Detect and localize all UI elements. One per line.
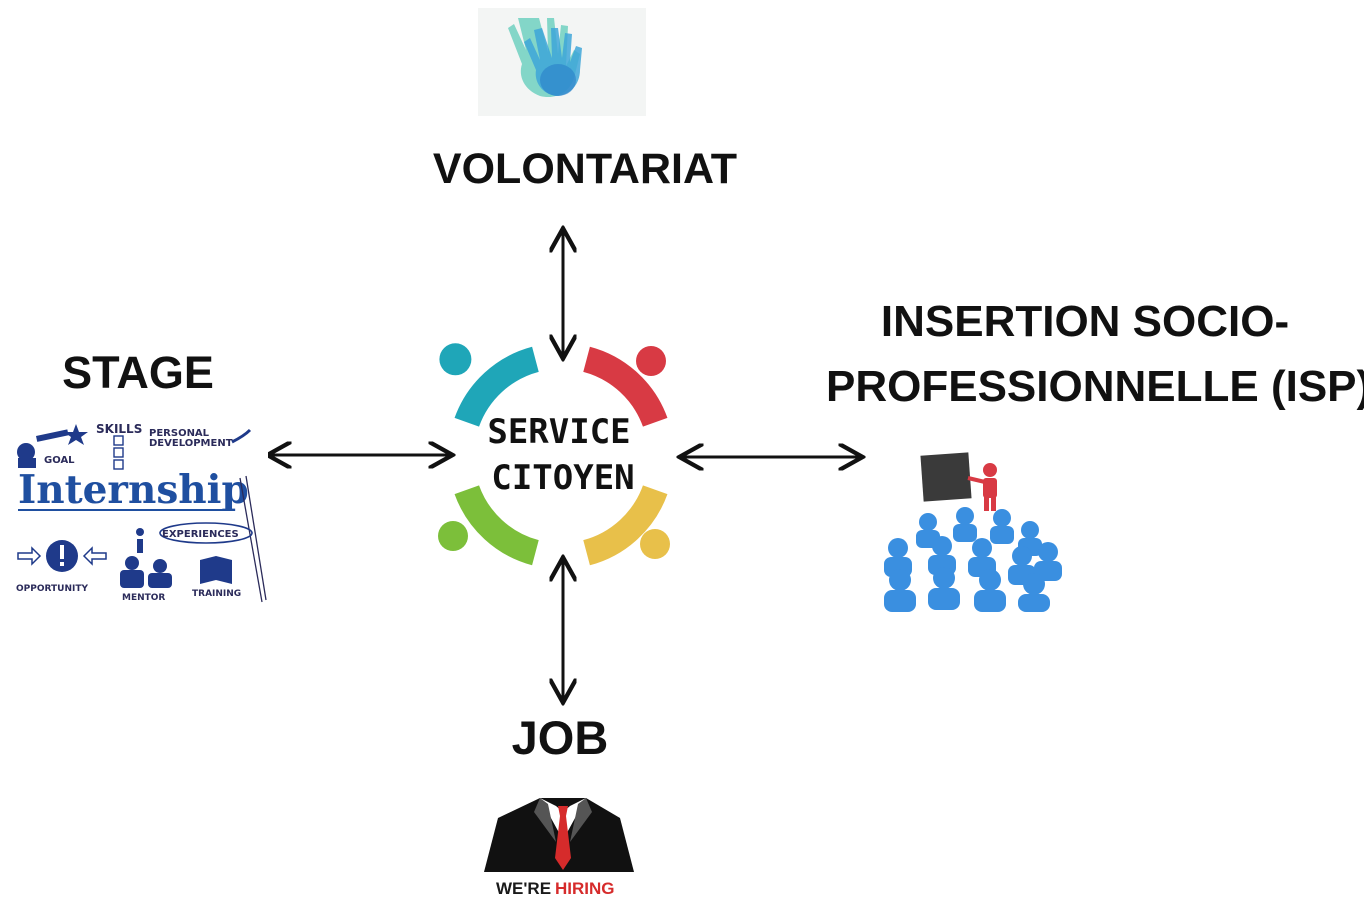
internship-word-skills: SKILLS (96, 422, 142, 436)
ring-segment-red (582, 346, 668, 428)
internship-word-personal: PERSONAL (149, 428, 210, 439)
cycle-ring (438, 343, 670, 566)
internship-word-development: DEVELOPMENT (149, 438, 233, 449)
internship-collage: SKILLS PERSONAL DEVELOPMENT GOAL Interns… (10, 420, 268, 605)
hands-icon (478, 8, 646, 116)
internship-title: Internship (18, 467, 249, 513)
internship-word-mentor: MENTOR (122, 593, 165, 603)
internship-word-opportunity: OPPORTUNITY (16, 584, 88, 594)
node-volontariat: VOLONTARIAT (432, 145, 738, 193)
node-job: JOB (511, 711, 609, 764)
internship-word-experiences: EXPERIENCES (162, 529, 239, 540)
ring-segment-green (454, 484, 540, 566)
ring-segment-teal (454, 346, 540, 428)
center-label-line1: SERVICE (487, 412, 631, 452)
internship-word-goal: GOAL (44, 455, 75, 466)
internship-word-training: TRAINING (192, 589, 241, 599)
audience-presenter-icon (884, 452, 1062, 612)
suit-hiring-icon: WE'RE HIRING (484, 798, 634, 897)
node-isp-line1: INSERTION SOCIO- (880, 297, 1290, 346)
hiring-text-hiring: HIRING (555, 879, 615, 897)
hiring-text-were: WE'RE (496, 879, 551, 897)
ring-segment-yellow (582, 484, 668, 566)
center-label-line2: CITOYEN (491, 458, 635, 498)
node-isp-line2: PROFESSIONNELLE (ISP) (826, 362, 1364, 411)
node-stage: STAGE (62, 347, 214, 398)
